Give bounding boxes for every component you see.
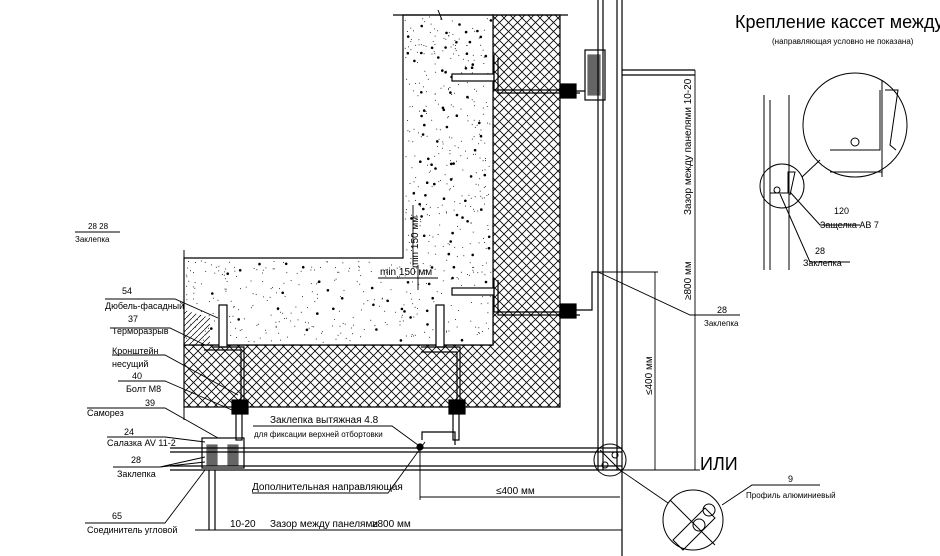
label-text: Дюбель-фасадный [105, 301, 184, 311]
label-num: 40 [132, 371, 142, 381]
label-num: 24 [124, 427, 134, 437]
dimension-text: min 150 мм [410, 216, 421, 268]
dimension-text: ≤400 мм [644, 356, 655, 395]
insulation-layer [183, 14, 561, 408]
label-text: Болт М8 [126, 384, 161, 394]
label-text: Саморез [87, 408, 124, 418]
label-text: Заклепка [803, 258, 842, 268]
dimension-text: 10-20 [230, 519, 256, 530]
label-num: 9 [788, 474, 793, 484]
label-text: Защелка AB 7 [820, 220, 879, 230]
label-num: 28 [815, 246, 825, 256]
dimension-text: Зазор между панелями 10-20 [683, 78, 694, 215]
annotations: Крепление кассет между собой (направляющ… [75, 12, 940, 535]
bottom-brackets [204, 304, 466, 445]
drawing-subtitle: (направляющая условно не показана) [772, 37, 914, 46]
or-label: ИЛИ [700, 454, 738, 474]
label-num: 65 [112, 511, 122, 521]
label-num: 120 [834, 206, 849, 216]
dimension-lines [195, 70, 700, 531]
dimension-text: Зазор между панелями [270, 519, 378, 530]
label-text: несущий [112, 359, 148, 369]
horizontal-panel [170, 437, 622, 530]
vertical-panel [597, 0, 695, 556]
latch-detail [759, 72, 908, 270]
label-text: Дополнительная направляющая [252, 482, 403, 493]
label-text: Заклепка вытяжная 4.8 [270, 415, 379, 426]
label-text: Заклепка [75, 235, 110, 244]
profile-detail-circle [662, 489, 724, 551]
label-num: 37 [128, 314, 138, 324]
right-brackets [451, 49, 606, 319]
label-num: 28 [131, 455, 141, 465]
label-num: 54 [122, 286, 132, 296]
label-text: для фиксации верхней отбортовки [254, 430, 383, 439]
label-text: Терморазрыв [112, 326, 169, 336]
dimension-text: ≤400 мм [496, 486, 535, 497]
corner-joint [593, 443, 627, 477]
label-text: Салазка AV 11-2 [107, 438, 176, 448]
dimension-text: ≥800 мм [372, 519, 411, 530]
label-text: Заклепка [704, 319, 739, 328]
label-text: Соединитель угловой [87, 525, 177, 535]
leader-lines [75, 231, 820, 524]
label-text: Заклепка [117, 469, 156, 479]
label-text: Профиль алюминиевый [746, 491, 836, 500]
label-num: 28 28 [88, 222, 109, 231]
dimension-text: min 150 мм [380, 267, 432, 278]
label-num: 39 [145, 398, 155, 408]
dimension-text: ≥800 мм [683, 261, 694, 300]
label-text: Кронштейн [112, 346, 158, 356]
drawing-title: Крепление кассет между собой [735, 12, 940, 32]
label-num: 28 [717, 305, 727, 315]
